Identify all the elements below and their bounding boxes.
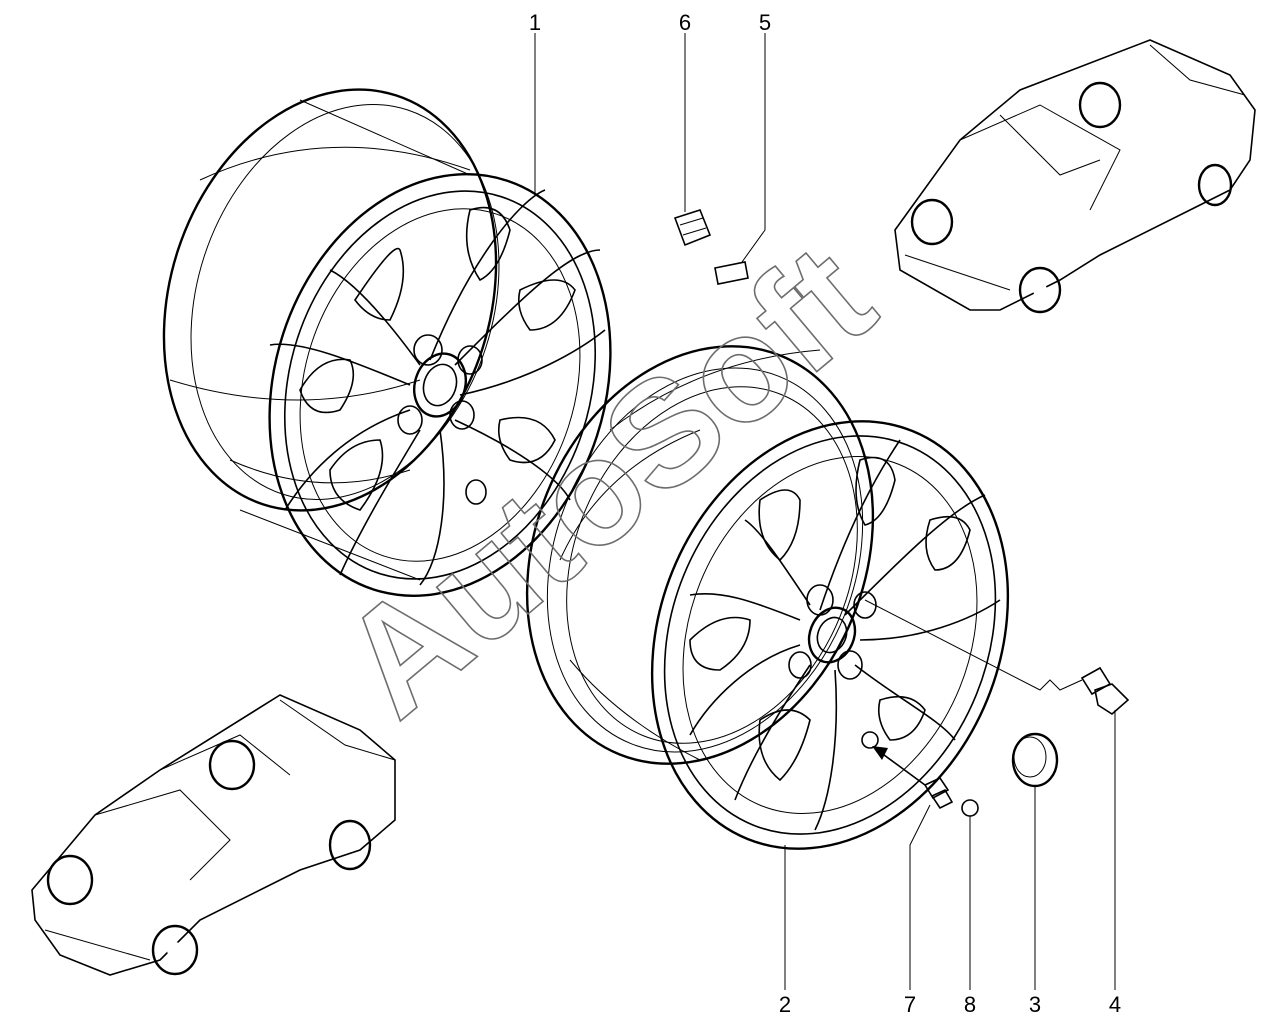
callout-2: 2	[779, 992, 791, 1017]
callout-1: 1	[529, 10, 541, 35]
callout-7: 7	[904, 992, 916, 1017]
car-sedan-illustration	[894, 39, 1256, 314]
callout-3: 3	[1029, 992, 1041, 1017]
callout-8: 8	[964, 992, 976, 1017]
wheel-1-rim	[162, 88, 612, 597]
valve-assembly-arrow	[872, 746, 926, 786]
callout-4: 4	[1109, 992, 1121, 1017]
part-5-balance-weight	[714, 261, 749, 285]
part-7-tire-valve	[923, 776, 954, 810]
watermark-text: AutoSoft	[310, 212, 903, 748]
callout-6: 6	[679, 10, 691, 35]
part-6-wheel-weight	[673, 209, 712, 247]
part-8-valve-cap	[961, 799, 979, 817]
part-3-center-cap	[1011, 732, 1059, 788]
car-wagon-illustration	[31, 694, 396, 976]
part-4-wheel-bolt	[1080, 666, 1130, 715]
bolt-leader-line	[864, 599, 1083, 691]
wheel-2-tire-assembly	[525, 345, 1010, 850]
callout-leaders	[534, 33, 1116, 990]
callout-5: 5	[759, 10, 771, 35]
